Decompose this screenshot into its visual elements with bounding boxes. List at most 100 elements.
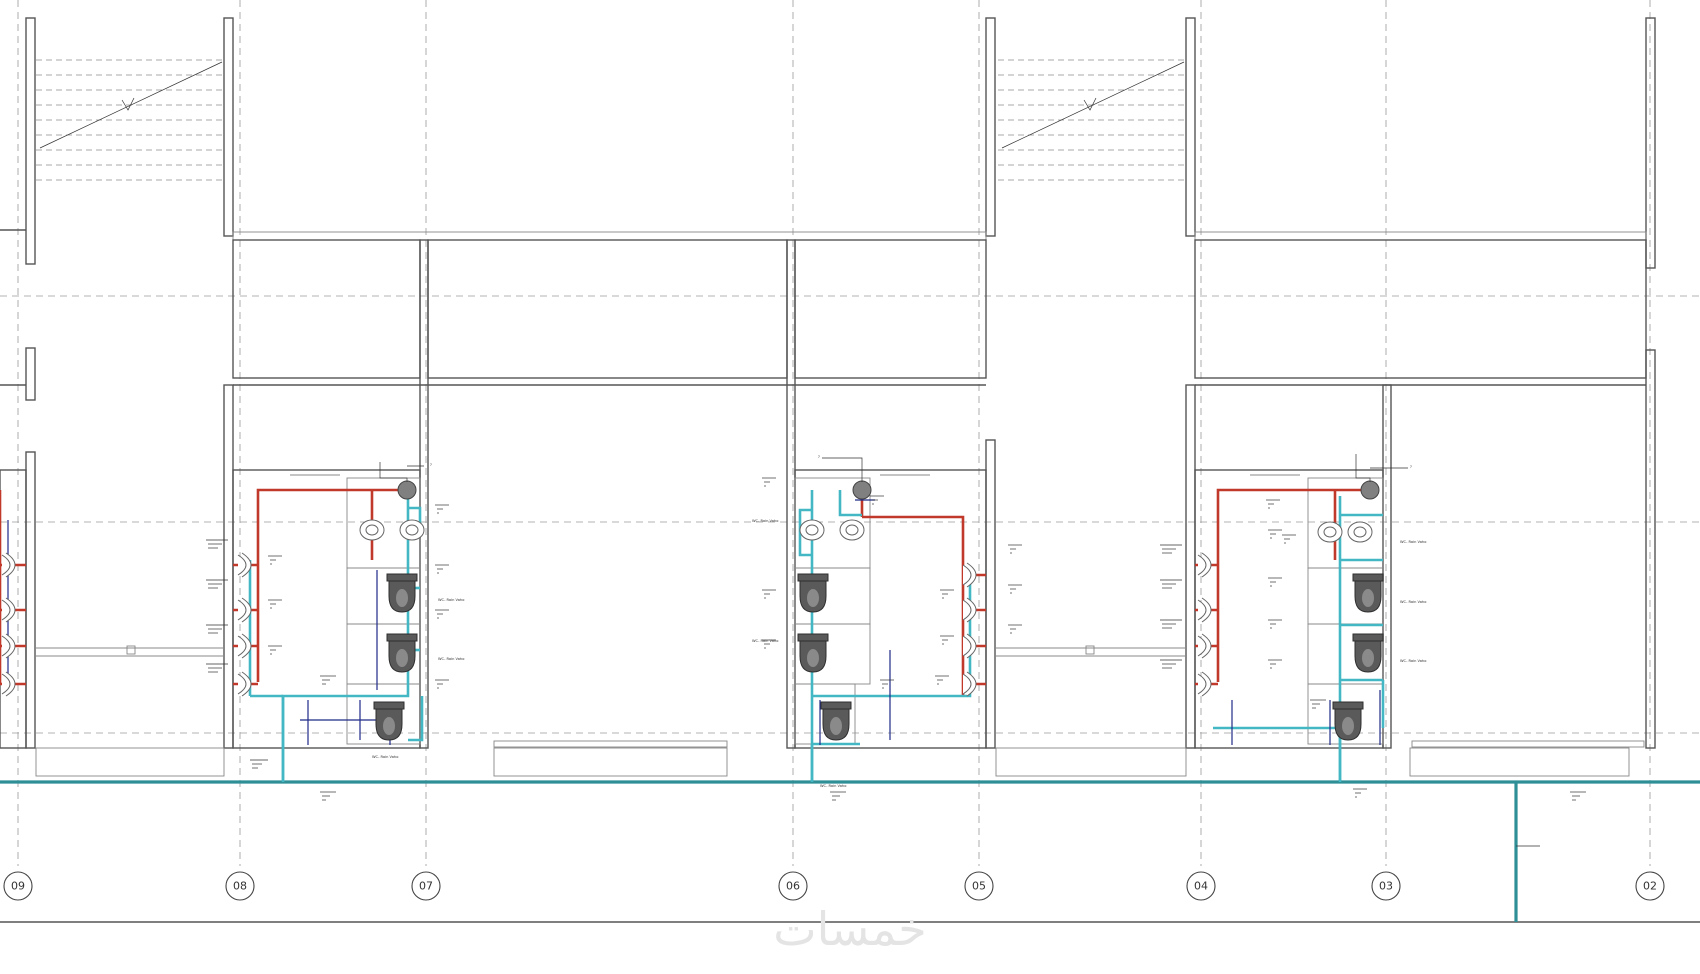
sink-fixture [1, 671, 16, 697]
staircase-left [36, 59, 223, 181]
pipe-annotation [1268, 577, 1282, 587]
fixture-label: WC- Rain Vaho [1400, 600, 1426, 604]
pipe-annotation [206, 624, 228, 634]
basin-fixture [399, 519, 425, 541]
grid-bubble-04: 04 [1186, 871, 1216, 901]
sink-fixture [1197, 633, 1212, 659]
fixture-label: WC- Rain Vaho [752, 519, 778, 523]
wc-fixture [820, 701, 852, 741]
fixture-label: WC- Rain Vaho [438, 657, 464, 661]
basin-fixture [1347, 521, 1373, 543]
pipe-annotation [1268, 619, 1282, 629]
pipe-annotation [320, 791, 336, 801]
callout-marker: ? [430, 463, 432, 467]
pipe-annotation [1160, 659, 1182, 669]
wc-fixture [386, 633, 418, 673]
grid-bubble-03: 03 [1371, 871, 1401, 901]
pipe-annotation [206, 579, 228, 589]
pipe-annotation [320, 675, 336, 685]
basin-fixture [1317, 521, 1343, 543]
pipe-annotation [940, 635, 954, 645]
sink-fixture [962, 597, 977, 623]
grid-bubble-02: 02 [1635, 871, 1665, 901]
pipe-annotation [268, 599, 282, 609]
pipe-annotation [435, 609, 449, 619]
main-water-header [0, 696, 1700, 922]
wc-fixture [1352, 573, 1384, 613]
sink-fixture [1197, 552, 1212, 578]
grid-label-06: 06 [786, 880, 800, 893]
wc-fixture [797, 633, 829, 673]
sink-fixture [962, 671, 977, 697]
grid-label-04: 04 [1194, 880, 1208, 893]
pipe-annotation [830, 791, 846, 801]
pipe-annotation [1160, 579, 1182, 589]
pipe-annotation [1570, 791, 1586, 801]
basin-fixture [839, 519, 865, 541]
pipe-annotation [762, 639, 776, 649]
grid-label-02: 02 [1643, 880, 1657, 893]
sink-fixture [1, 552, 16, 578]
sink-fixture [962, 633, 977, 659]
sink-fixture [1, 633, 16, 659]
pipe-annotation [1160, 619, 1182, 629]
callout-marker: ? [1410, 465, 1412, 469]
sink-fixture [237, 597, 252, 623]
grid-label-09: 09 [11, 880, 25, 893]
watermark-text: خمسات [773, 902, 926, 956]
pipe-annotation [870, 495, 884, 505]
grid-label-08: 08 [233, 880, 247, 893]
basin-fixture [799, 519, 825, 541]
fixture-label: WC- Rain Vaho [438, 598, 464, 602]
grid-bubble-05: 05 [964, 871, 994, 901]
pipe-annotation [1008, 544, 1022, 554]
sink-fixture [1197, 671, 1212, 697]
pipe-annotation [1282, 534, 1296, 544]
fixture-label: WC- Rain Vaho [1400, 540, 1426, 544]
wc-fixture [1352, 633, 1384, 673]
fixture-label: WC- Rain Vaho [1400, 659, 1426, 663]
pipe-annotation [1160, 544, 1182, 554]
wc-fixture [1332, 701, 1364, 741]
pipe-annotation [1008, 624, 1022, 634]
pipe-annotation [206, 539, 228, 549]
fixture-label: WC- Rain Vaho [752, 639, 778, 643]
walls [0, 17, 1700, 923]
grid-lines [17, 0, 1651, 866]
pipe-annotation [935, 675, 949, 685]
pipe-annotation [762, 477, 776, 487]
pipe-annotation [268, 555, 282, 565]
grid-bubble-06: 06 [778, 871, 808, 901]
pipe-annotation [1353, 788, 1367, 798]
wc-fixture [373, 701, 405, 741]
fixtures [1, 519, 1384, 741]
horizontal-reference-lines [0, 295, 1700, 734]
bathroom-left-partial [0, 490, 26, 690]
pipe-annotation [1268, 659, 1282, 669]
pipe-annotation [1310, 699, 1326, 709]
staircase-right [998, 59, 1185, 181]
sink-fixture [237, 633, 252, 659]
pipe-annotation [1268, 529, 1282, 539]
sink-fixture [962, 562, 977, 588]
pipe-annotation [250, 759, 268, 769]
pipe-annotation [880, 679, 894, 689]
sink-fixture [1, 597, 16, 623]
pipe-annotation [435, 504, 449, 514]
fixture-label: WC- Rain Vaho [820, 784, 846, 788]
wc-fixture [797, 573, 829, 613]
pipe-annotation [762, 589, 776, 599]
pipe-annotation [268, 645, 282, 655]
grid-bubble-09: 09 [3, 871, 33, 901]
basin-fixture [359, 519, 385, 541]
grid-bubble-08: 08 [225, 871, 255, 901]
fixture-label: WC- Rain Vaho [372, 755, 398, 759]
pipe-annotation [206, 663, 228, 673]
sink-fixture [1197, 597, 1212, 623]
grid-label-05: 05 [972, 880, 986, 893]
sink-fixture [237, 671, 252, 697]
